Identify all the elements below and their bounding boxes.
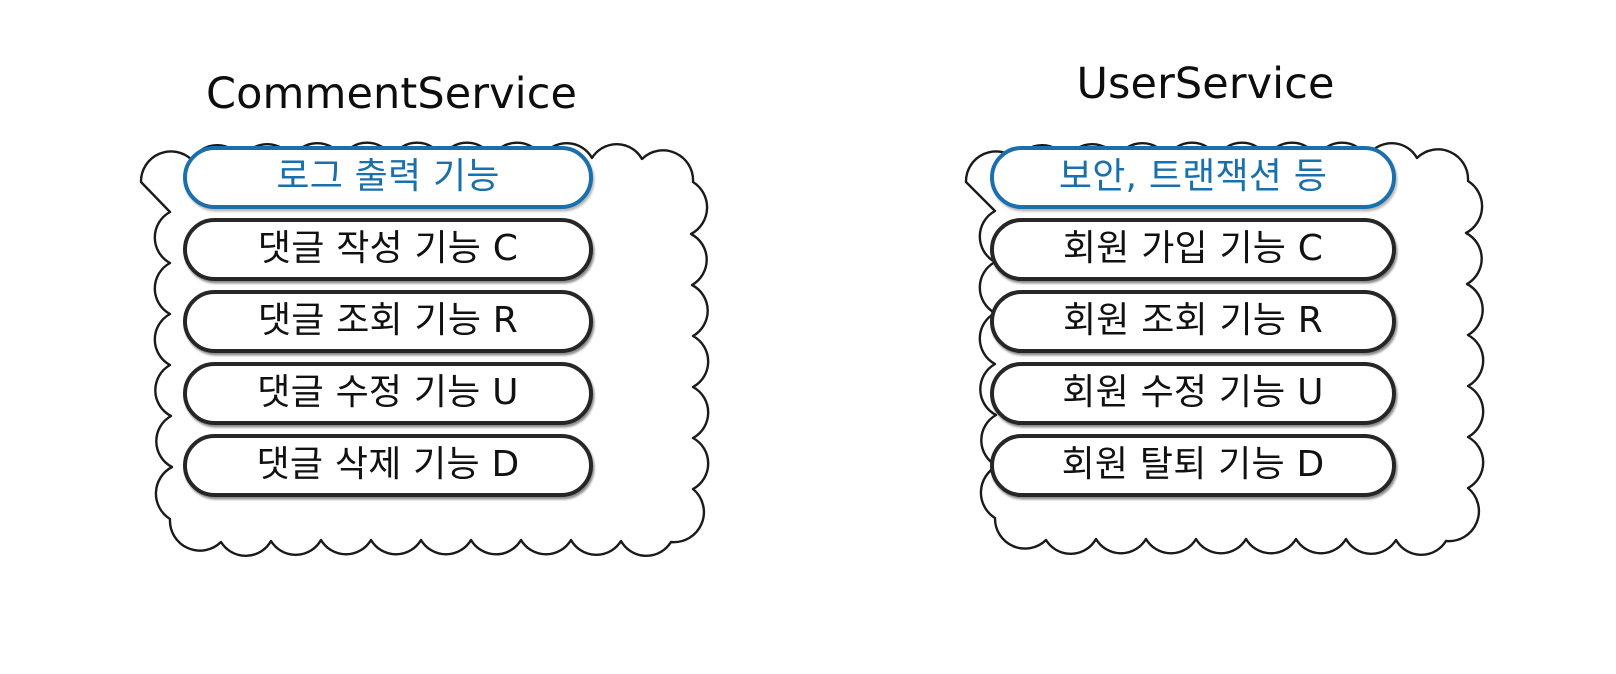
feature-pill-create[interactable]: 댓글 작성 기능 C [183, 218, 593, 281]
feature-pill-delete[interactable]: 댓글 삭제 기능 D [183, 434, 593, 497]
feature-pill-label: 댓글 수정 기능 U [257, 371, 519, 413]
feature-pill-label: 회원 조회 기능 R [1062, 299, 1324, 341]
feature-pill-label: 회원 가입 기능 C [1062, 227, 1324, 269]
feature-pill-delete[interactable]: 회원 탈퇴 기능 D [990, 434, 1396, 497]
feature-pill-label: 회원 탈퇴 기능 D [1061, 443, 1325, 485]
feature-pill-label: 댓글 작성 기능 C [257, 227, 519, 269]
feature-list-comment-service: 로그 출력 기능 댓글 작성 기능 C 댓글 조회 기능 R 댓글 수정 기능 … [183, 146, 593, 497]
feature-pill-update[interactable]: 댓글 수정 기능 U [183, 362, 593, 425]
feature-pill-cross-cutting[interactable]: 보안, 트랜잭션 등 [990, 146, 1396, 209]
feature-pill-read[interactable]: 회원 조회 기능 R [990, 290, 1396, 353]
feature-pill-update[interactable]: 회원 수정 기능 U [990, 362, 1396, 425]
feature-pill-label: 보안, 트랜잭션 등 [1058, 155, 1328, 197]
service-title-comment-service: CommentService [206, 69, 577, 119]
feature-list-user-service: 보안, 트랜잭션 등 회원 가입 기능 C 회원 조회 기능 R 회원 수정 기… [990, 146, 1396, 497]
feature-pill-create[interactable]: 회원 가입 기능 C [990, 218, 1396, 281]
feature-pill-read[interactable]: 댓글 조회 기능 R [183, 290, 593, 353]
feature-pill-label: 댓글 삭제 기능 D [256, 443, 520, 485]
feature-pill-label: 회원 수정 기능 U [1062, 371, 1324, 413]
feature-pill-cross-cutting[interactable]: 로그 출력 기능 [183, 146, 593, 209]
service-group-comment-service: CommentService 로그 출력 기능 댓글 작성 기능 C 댓글 조회… [0, 0, 790, 674]
service-title-user-service: UserService [1076, 59, 1335, 109]
feature-pill-label: 댓글 조회 기능 R [257, 299, 519, 341]
feature-pill-label: 로그 출력 기능 [276, 155, 500, 197]
